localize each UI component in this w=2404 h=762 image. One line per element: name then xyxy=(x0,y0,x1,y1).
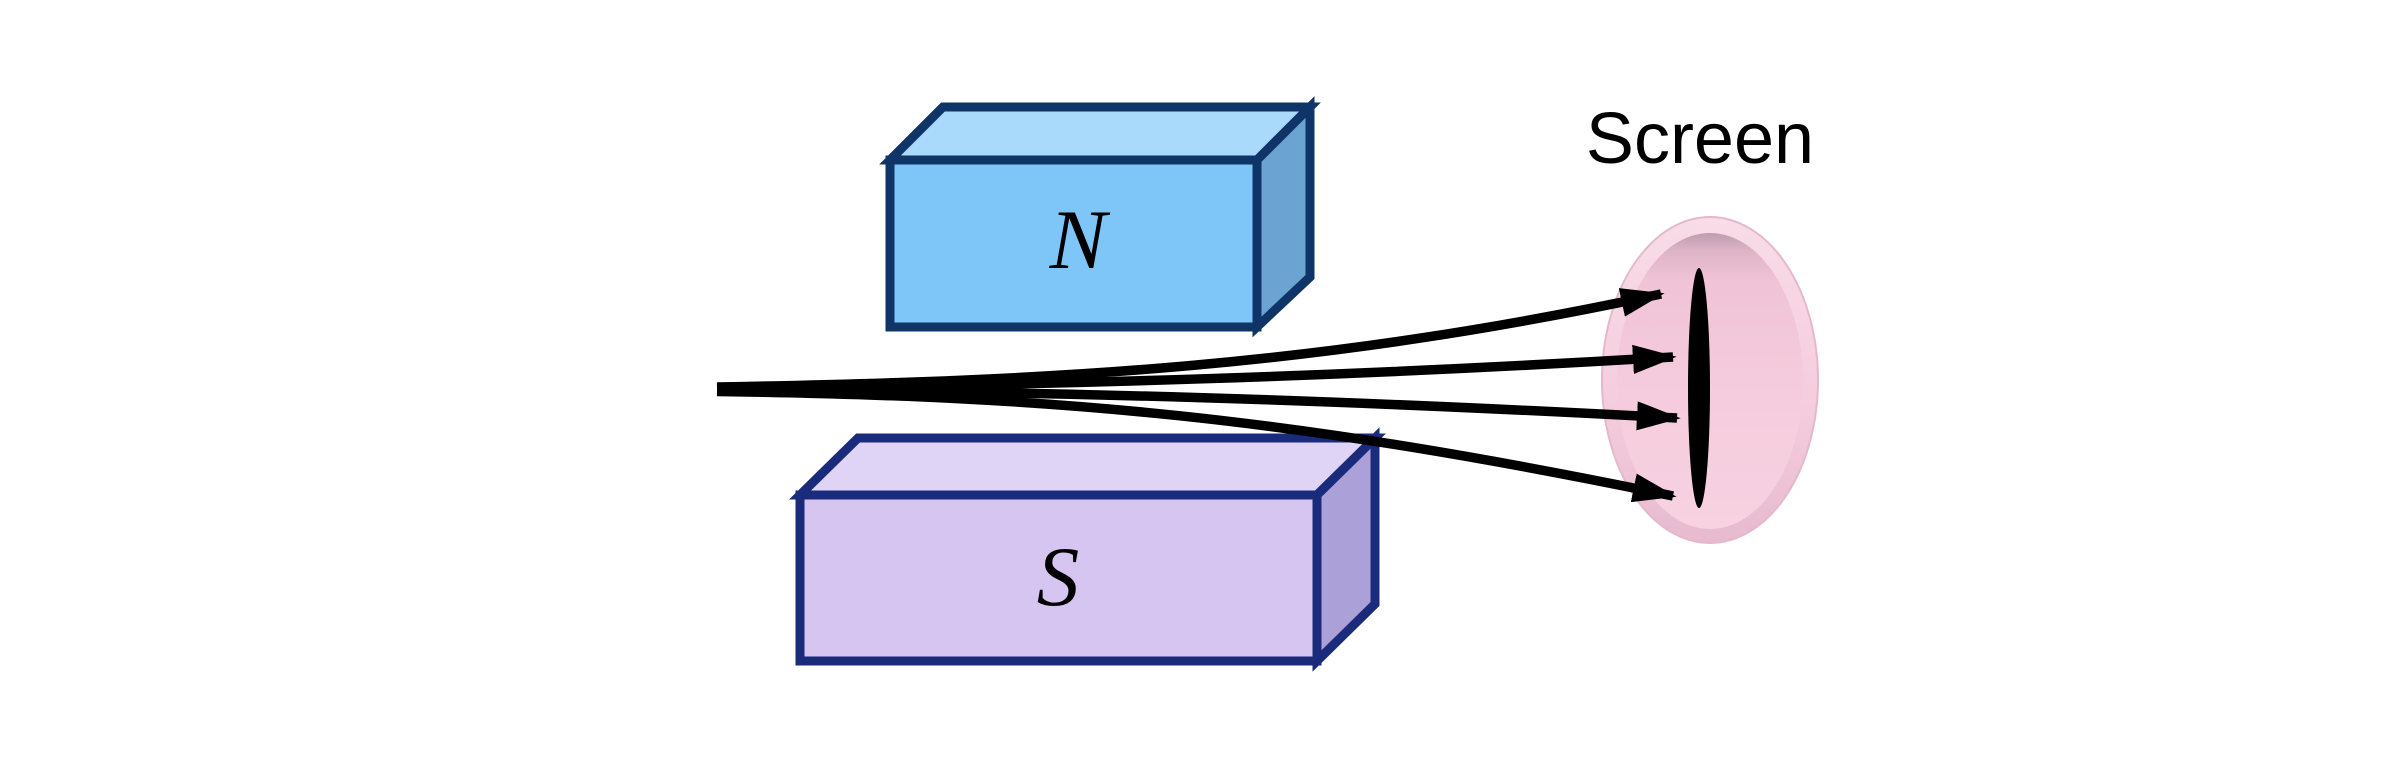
magnet-south-top-face xyxy=(789,433,1386,500)
magnet-north-top-face xyxy=(879,102,1321,165)
magnet-south-front-face xyxy=(795,490,1322,666)
screen: Screen xyxy=(1586,99,1819,544)
beam xyxy=(716,288,1681,503)
magnet-north-front-face xyxy=(885,155,1262,332)
beam-ray-4 xyxy=(716,386,1677,503)
magnet-north-label: N xyxy=(1049,193,1111,287)
magnet-south-label: S xyxy=(1037,530,1080,624)
magnet-south: S xyxy=(789,427,1386,672)
magnet-north: N xyxy=(879,96,1321,338)
screen-plate-inner xyxy=(1617,233,1803,529)
screen-deposit-mark xyxy=(1688,268,1710,508)
screen-label: Screen xyxy=(1586,99,1814,179)
